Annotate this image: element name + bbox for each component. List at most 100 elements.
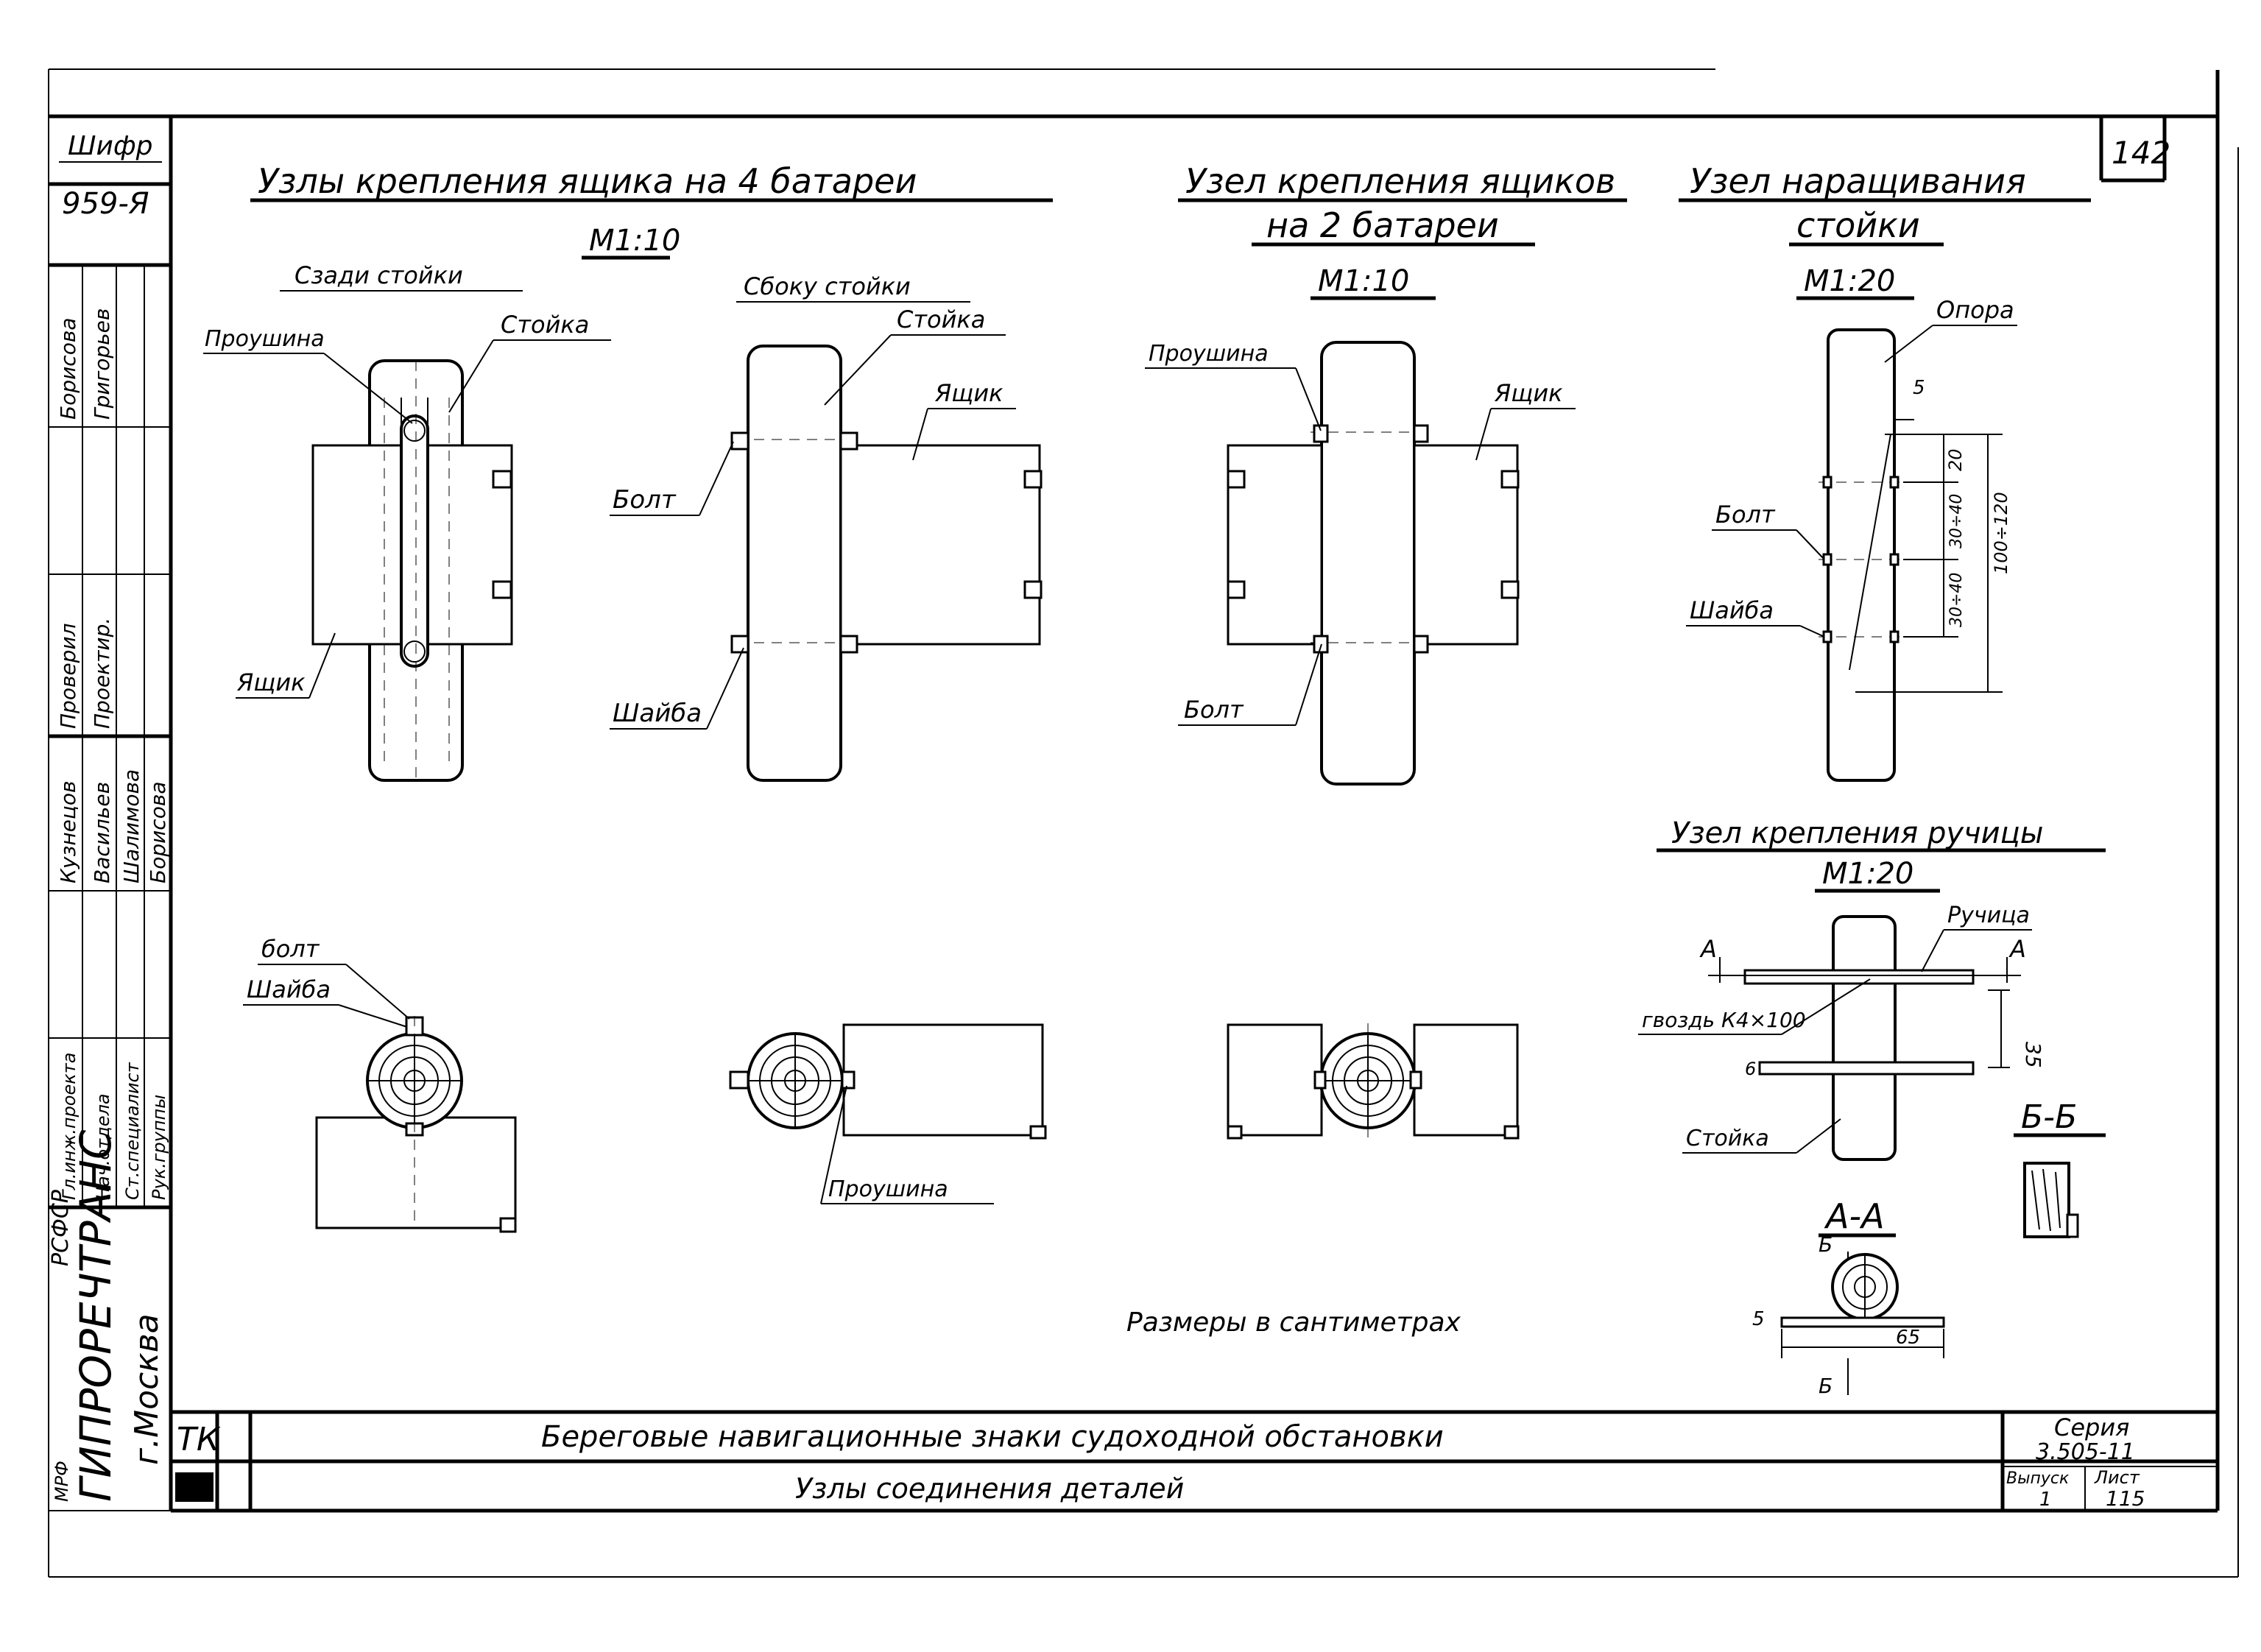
issue-value: 1	[2039, 1489, 2052, 1511]
box4-side-post-label: Стойка	[897, 306, 985, 333]
box4-rear-title: Сзади стойки	[294, 261, 463, 289]
signature-name-2: Григорьев	[90, 308, 114, 420]
box2-eye-label: Проушина	[1149, 341, 1269, 367]
sheet-corner-number: 142	[2112, 135, 2170, 171]
series-value: 3.505-11	[2036, 1439, 2135, 1465]
handle-cut-a-left: А	[1699, 935, 1717, 963]
box4-side-washer-label: Шайба	[613, 699, 702, 728]
box2-post	[1320, 341, 1416, 786]
handle-dim-6: 6	[1745, 1059, 1756, 1079]
extension-dim-30b: 30÷40	[1947, 573, 1966, 627]
handle-dim-35: 35	[2021, 1042, 2045, 1068]
signature-name-3: Кузнецов	[56, 780, 80, 883]
handle-scale: М1:20	[1822, 857, 1913, 891]
box4-plan-side-box	[842, 1023, 1044, 1137]
sheet-label: Лист	[2094, 1467, 2140, 1488]
box4-rear-box-label: Ящик	[236, 668, 306, 696]
extension-dim-100: 100÷120	[1991, 492, 2011, 574]
box4-side-title: Сбоку стойки	[744, 272, 911, 300]
box4-side-box-label: Ящик	[934, 379, 1003, 407]
title-main: Береговые навигационные знаки судоходной…	[541, 1420, 1444, 1454]
signature-role-6: Рук.группы	[149, 1095, 169, 1200]
extension-bolt-label: Болт	[1715, 501, 1776, 529]
handle-bar-top	[1743, 969, 1975, 985]
dimensions-note: Размеры в сантиметрах	[1126, 1307, 1461, 1338]
box4-scale: М1:10	[589, 224, 680, 258]
extension-dim-30: 30÷40	[1947, 494, 1966, 548]
box2-plan-box-left	[1227, 1023, 1323, 1137]
handle-cut-a-right: А	[2008, 935, 2026, 963]
view-box2: Узел крепления ящиков на 2 батареи М1:10…	[1145, 161, 1627, 1140]
section-aa-dim-65: 65	[1896, 1327, 1920, 1349]
signature-name-4: Васильев	[90, 782, 114, 883]
view-handle: Узел крепления ручицы М1:20 А А 35 6 Руч…	[1638, 816, 2106, 1161]
extension-dim-20: 20	[1945, 448, 1966, 471]
box2-plan-box-right	[1413, 1023, 1519, 1137]
code-value: 959-Я	[62, 187, 149, 221]
extension-scale: М1:20	[1804, 264, 1895, 298]
box2-scale: М1:10	[1318, 264, 1409, 298]
extension-support-label: Опора	[1936, 296, 2014, 324]
signatures-table: Проверил Проектир. Борисова Григорьев Гл…	[49, 265, 171, 1210]
box4-rear-eye-label: Проушина	[205, 326, 325, 352]
box4-plan-washer-label: Шайба	[247, 975, 331, 1003]
sheet-value: 115	[2106, 1486, 2145, 1511]
section-aa-title: А-А	[1824, 1196, 1885, 1236]
box4-rear-eye-strap	[400, 414, 429, 668]
section-aa-handle	[1780, 1316, 1945, 1328]
handle-nail-label: гвоздь К4×100	[1642, 1008, 1806, 1032]
box4-side-box	[839, 444, 1041, 646]
box2-box-label: Ящик	[1494, 379, 1563, 407]
extension-dim-5: 5	[1913, 377, 1925, 399]
box2-title-line1: Узел крепления ящиков	[1185, 161, 1615, 201]
series-label: Серия	[2054, 1413, 2129, 1441]
org-ministry: МРФ	[52, 1461, 72, 1502]
signature-role-3: Гл.инж.проекта	[59, 1053, 80, 1200]
box4-title: Узлы крепления ящика на 4 батареи	[258, 161, 917, 201]
view-extension: Узел наращивания стойки М1:20 Опора Болт…	[1679, 161, 2091, 782]
org-republic: РСФСР	[48, 1189, 74, 1266]
signature-name-1: Борисова	[56, 318, 80, 420]
signature-role-1: Проверил	[56, 623, 80, 729]
box2-bolt-label: Болт	[1184, 696, 1244, 724]
extension-title-line1: Узел наращивания	[1690, 161, 2026, 201]
title-org-mark: ТК	[177, 1421, 221, 1458]
handle-handle-label: Ручица	[1947, 903, 2030, 928]
extension-title-line2: стойки	[1796, 205, 1920, 245]
organization-block: РСФСР ГИПРОРЕЧТРАНС г.Москва МРФ	[48, 1129, 166, 1502]
handle-title: Узел крепления ручицы	[1671, 816, 2043, 850]
org-name: ГИПРОРЕЧТРАНС	[71, 1129, 121, 1502]
section-aa-cut-b-top: Б	[1819, 1232, 1833, 1257]
sheet-number-corner: 142	[2099, 116, 2170, 183]
box4-rear-post-label: Стойка	[501, 311, 589, 339]
box2-title-line2: на 2 батареи	[1266, 205, 1499, 245]
box4-plan-eye-label: Проушина	[828, 1176, 948, 1202]
sheet-frame	[48, 68, 2239, 1578]
box4-plan-bolt-label: болт	[261, 935, 320, 963]
title-block-stamp	[175, 1472, 214, 1502]
extension-washer-label: Шайба	[1690, 596, 1774, 624]
signature-name-5: Шалимова	[119, 769, 144, 883]
title-subtitle: Узлы соединения деталей	[795, 1472, 1184, 1505]
title-block: ТК Береговые навигационные знаки судоход…	[171, 1410, 2218, 1511]
signature-role-4: Нач.отдела	[93, 1093, 113, 1200]
box2-box-right	[1413, 444, 1519, 646]
code-block: Шифр 959-Я	[49, 131, 171, 267]
signature-name-6: Борисова	[146, 782, 170, 884]
signature-role-2: Проектир.	[90, 618, 114, 729]
section-bb-title: Б-Б	[2021, 1098, 2077, 1136]
box4-side-post	[747, 345, 842, 782]
signature-role-5: Ст.специалист	[122, 1062, 143, 1200]
handle-post	[1832, 915, 1897, 1161]
section-aa: А-А Б 65 5 Б	[1752, 1196, 1945, 1398]
org-city: г.Москва	[128, 1313, 166, 1465]
code-label: Шифр	[68, 131, 153, 161]
section-aa-cut-b-bottom: Б	[1819, 1374, 1833, 1398]
issue-label: Выпуск	[2006, 1469, 2070, 1488]
section-aa-dim-5: 5	[1752, 1308, 1765, 1330]
section-bb: Б-Б	[2014, 1098, 2106, 1238]
handle-bar-bottom	[1758, 1061, 1975, 1076]
extension-post	[1827, 328, 1896, 782]
box4-side-bolt-label: Болт	[613, 485, 677, 515]
